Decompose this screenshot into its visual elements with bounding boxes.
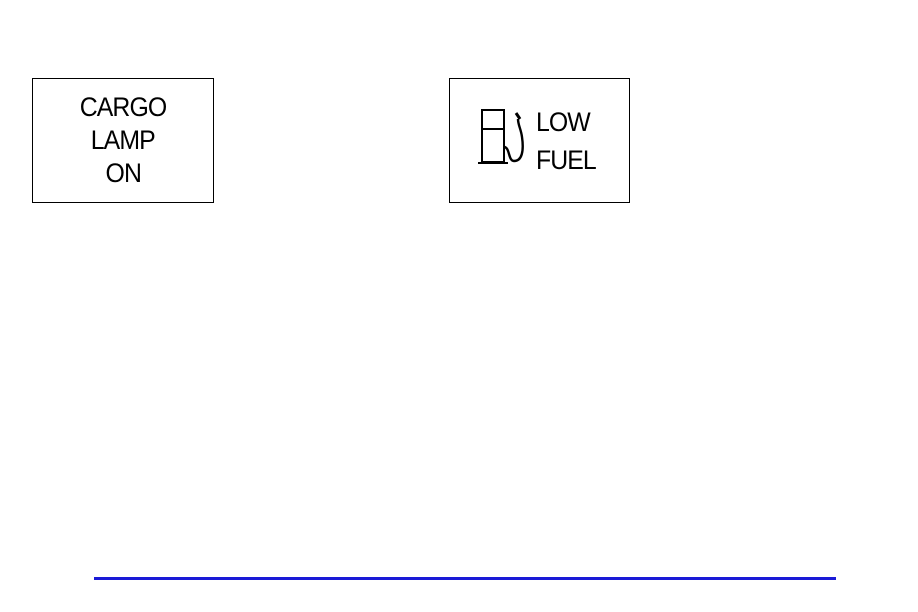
cargo-indicator-line: CARGO — [80, 91, 166, 124]
cargo-indicator-line: ON — [105, 157, 140, 190]
fuel-indicator-line: LOW — [536, 103, 596, 141]
fuel-pump-icon — [478, 107, 530, 169]
low-fuel-text: LOW FUEL — [536, 103, 601, 179]
fuel-indicator-line: FUEL — [536, 141, 596, 179]
page-divider — [94, 577, 836, 580]
low-fuel-indicator: LOW FUEL — [449, 78, 630, 203]
cargo-indicator-line: LAMP — [91, 124, 155, 157]
cargo-lamp-on-indicator: CARGO LAMP ON — [32, 78, 214, 203]
